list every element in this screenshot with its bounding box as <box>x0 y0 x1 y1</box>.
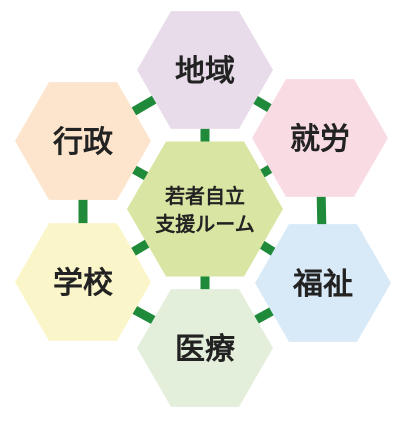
node-label: 行政 <box>52 125 113 160</box>
node-label: 福祉 <box>292 267 353 302</box>
node-hexagon <box>15 82 151 200</box>
node-fukushi: 福祉 <box>255 224 391 342</box>
center-label-line1: 若者自立 <box>164 184 245 208</box>
center-hexagon <box>127 141 283 277</box>
node-label: 就労 <box>290 122 350 157</box>
node-iryo: 医療 <box>137 289 273 407</box>
node-hexagon <box>255 224 391 342</box>
node-gakko: 学校 <box>15 223 151 341</box>
center-label-line2: 支援ルーム <box>155 212 254 236</box>
node-hexagon <box>252 79 388 197</box>
node-hexagon <box>15 223 151 341</box>
node-chiiki: 地域 <box>137 11 273 129</box>
node-label: 地域 <box>175 54 235 89</box>
node-hexagon <box>137 11 273 129</box>
node-shuro: 就労 <box>252 79 388 197</box>
center-node: 若者自立 支援ルーム <box>127 141 283 277</box>
node-hexagon <box>137 289 273 407</box>
node-label: 医療 <box>175 332 235 367</box>
node-label: 学校 <box>53 266 113 301</box>
node-gyosei: 行政 <box>15 82 151 200</box>
